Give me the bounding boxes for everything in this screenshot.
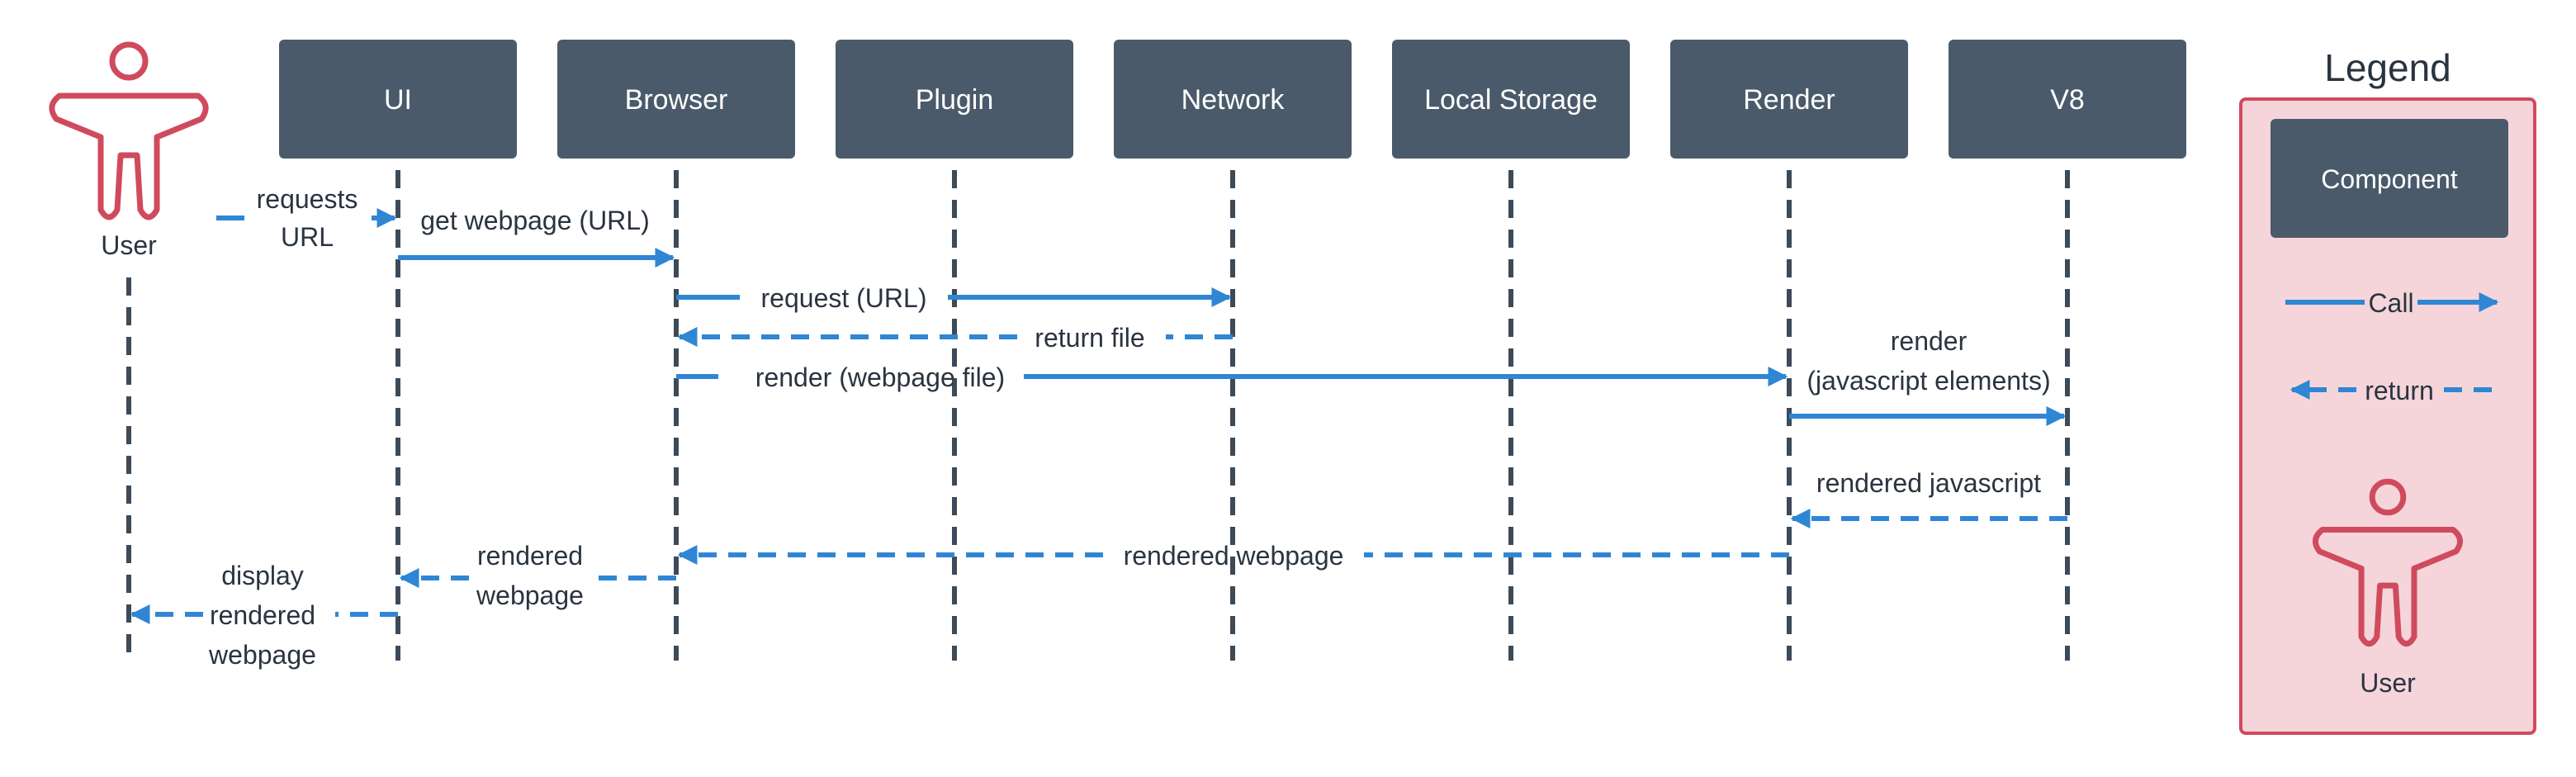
component-browser: Browser — [557, 40, 795, 159]
actor-person-icon — [49, 41, 209, 220]
message-label: render — [1891, 326, 1968, 356]
component-box — [1392, 40, 1630, 159]
message-browser-to-ui: rendered webpage — [399, 541, 676, 610]
message-label: display — [221, 561, 304, 590]
component-label: Plugin — [916, 84, 994, 116]
message-label: webpage — [476, 580, 584, 610]
legend-actor-label: User — [2360, 668, 2416, 698]
component-plugin: Plugin — [836, 40, 1073, 159]
message-label: requests — [257, 184, 358, 214]
component-label: V8 — [2050, 84, 2085, 116]
message-ui-to-user: display rendered webpage — [130, 561, 398, 670]
message-label: rendered — [210, 600, 315, 630]
component-v8: V8 — [1949, 40, 2186, 159]
component-box — [557, 40, 795, 159]
legend-call-label: Call — [2368, 288, 2413, 318]
component-label: Render — [1743, 84, 1835, 116]
component-label: Local Storage — [1424, 84, 1598, 116]
message-label: get webpage (URL) — [420, 206, 649, 235]
component-box — [1949, 40, 2186, 159]
legend-component-label: Component — [2321, 164, 2458, 194]
message-label: URL — [281, 222, 334, 252]
component-network: Network — [1114, 40, 1352, 159]
message-label: rendered webpage — [1124, 541, 1344, 571]
component-box — [836, 40, 1073, 159]
message-label: rendered javascript — [1816, 468, 2041, 498]
message-v8-to-render: rendered javascript — [1790, 468, 2067, 528]
component-render: Render — [1670, 40, 1908, 159]
message-browser-to-render: render (webpage file) — [676, 362, 1788, 392]
component-label: Network — [1181, 84, 1286, 116]
legend-return-label: return — [2365, 376, 2434, 405]
message-label: request (URL) — [761, 283, 927, 313]
component-label: Browser — [625, 84, 728, 116]
message-label: (javascript elements) — [1807, 366, 2050, 396]
message-render-to-v8: render (javascript elements) — [1789, 326, 2067, 426]
legend-panel — [2239, 97, 2536, 735]
component-box — [1670, 40, 1908, 159]
component-ui: UI — [279, 40, 517, 159]
legend: Legend Component Call return User — [2239, 46, 2536, 735]
legend-title: Legend — [2324, 46, 2451, 89]
component-local-storage: Local Storage — [1392, 40, 1630, 159]
legend-component-swatch — [2271, 119, 2508, 238]
component-label: UI — [384, 84, 412, 116]
message-browser-to-network: request (URL) — [676, 283, 1232, 313]
message-label: webpage — [208, 640, 316, 670]
component-box — [1114, 40, 1352, 159]
message-network-to-browser: return file — [677, 323, 1233, 353]
message-label: rendered — [477, 541, 583, 571]
message-ui-to-browser: get webpage (URL) — [398, 206, 675, 268]
message-render-to-browser: rendered webpage — [677, 541, 1789, 571]
component-box — [279, 40, 517, 159]
actor-label: User — [101, 230, 157, 260]
message-label: return file — [1035, 323, 1144, 353]
legend-person-icon — [2313, 478, 2463, 647]
message-label: render (webpage file) — [755, 362, 1005, 392]
